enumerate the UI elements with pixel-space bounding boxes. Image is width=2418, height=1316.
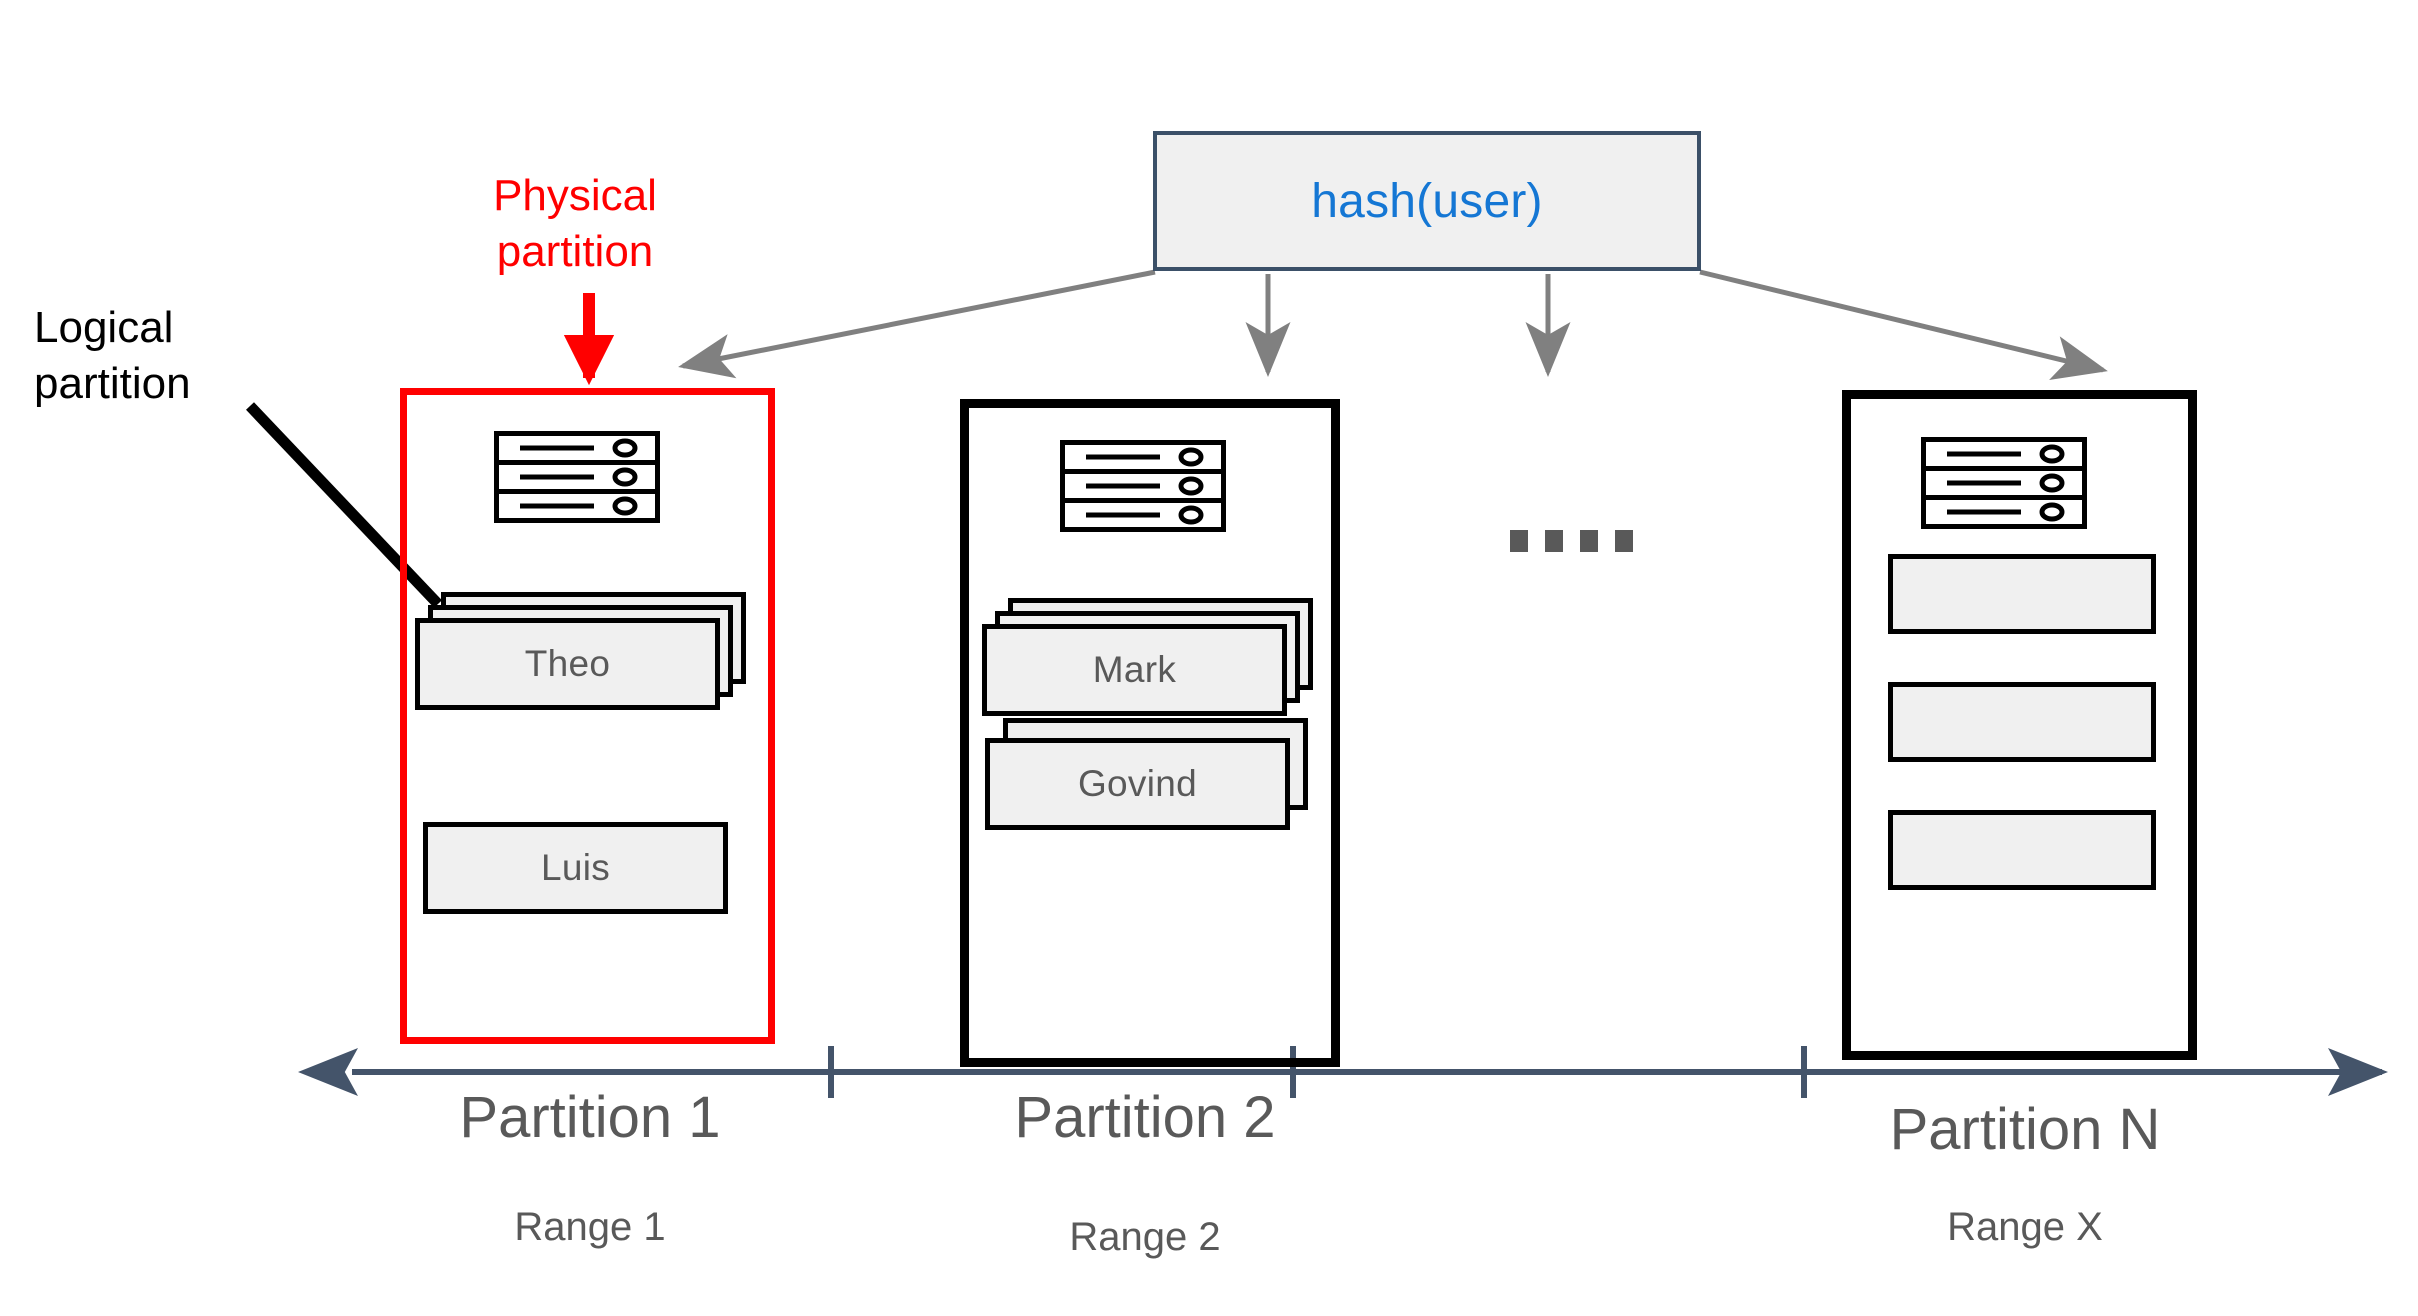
partition-n-caption: Partition N bbox=[1889, 1097, 2161, 1162]
partition-n-container[interactable] bbox=[1842, 390, 2197, 1060]
ellipsis-dot bbox=[1580, 530, 1598, 552]
card-stack-govind[interactable]: Govind bbox=[985, 718, 1315, 834]
card-label: Govind bbox=[1077, 763, 1198, 804]
card-front[interactable]: Mark bbox=[982, 624, 1287, 716]
partition-1-container[interactable] bbox=[400, 388, 775, 1044]
card-front[interactable]: Theo bbox=[415, 618, 720, 710]
card-stack-theo[interactable]: Theo bbox=[415, 592, 751, 712]
card-label: Theo bbox=[524, 643, 611, 684]
partition-1-caption: Partition 1 bbox=[459, 1085, 721, 1150]
server-icon bbox=[494, 431, 660, 523]
ellipsis-dot bbox=[1510, 530, 1528, 552]
partition-1-range-caption: Range 1 bbox=[514, 1205, 666, 1249]
card-luis[interactable]: Luis bbox=[423, 822, 728, 914]
card-stack-mark[interactable]: Mark bbox=[982, 598, 1318, 718]
hash-function-label: hash(user) bbox=[1311, 174, 1543, 228]
partition-n-range-caption: Range X bbox=[1947, 1205, 2103, 1249]
hash-fanout-arrows bbox=[678, 269, 2108, 381]
ellipsis-indicator bbox=[1510, 530, 1633, 552]
card-label: Mark bbox=[1092, 649, 1177, 690]
server-icon bbox=[1921, 437, 2087, 529]
partition-2-container[interactable] bbox=[960, 399, 1340, 1067]
card-empty[interactable] bbox=[1888, 682, 2156, 762]
logical-partition-annotation: Logical partition bbox=[34, 303, 191, 409]
card-empty[interactable] bbox=[1888, 810, 2156, 890]
card-front[interactable]: Govind bbox=[985, 738, 1290, 830]
physical-partition-annotation: Physical partition bbox=[493, 171, 657, 277]
card-label: Luis bbox=[540, 847, 611, 888]
hash-function-box[interactable]: hash(user) bbox=[1153, 131, 1701, 271]
ellipsis-dot bbox=[1615, 530, 1633, 552]
card-empty[interactable] bbox=[1888, 554, 2156, 634]
partition-2-range-caption: Range 2 bbox=[1069, 1215, 1221, 1259]
server-icon bbox=[1060, 440, 1226, 532]
ellipsis-dot bbox=[1545, 530, 1563, 552]
partition-2-caption: Partition 2 bbox=[1014, 1085, 1276, 1150]
